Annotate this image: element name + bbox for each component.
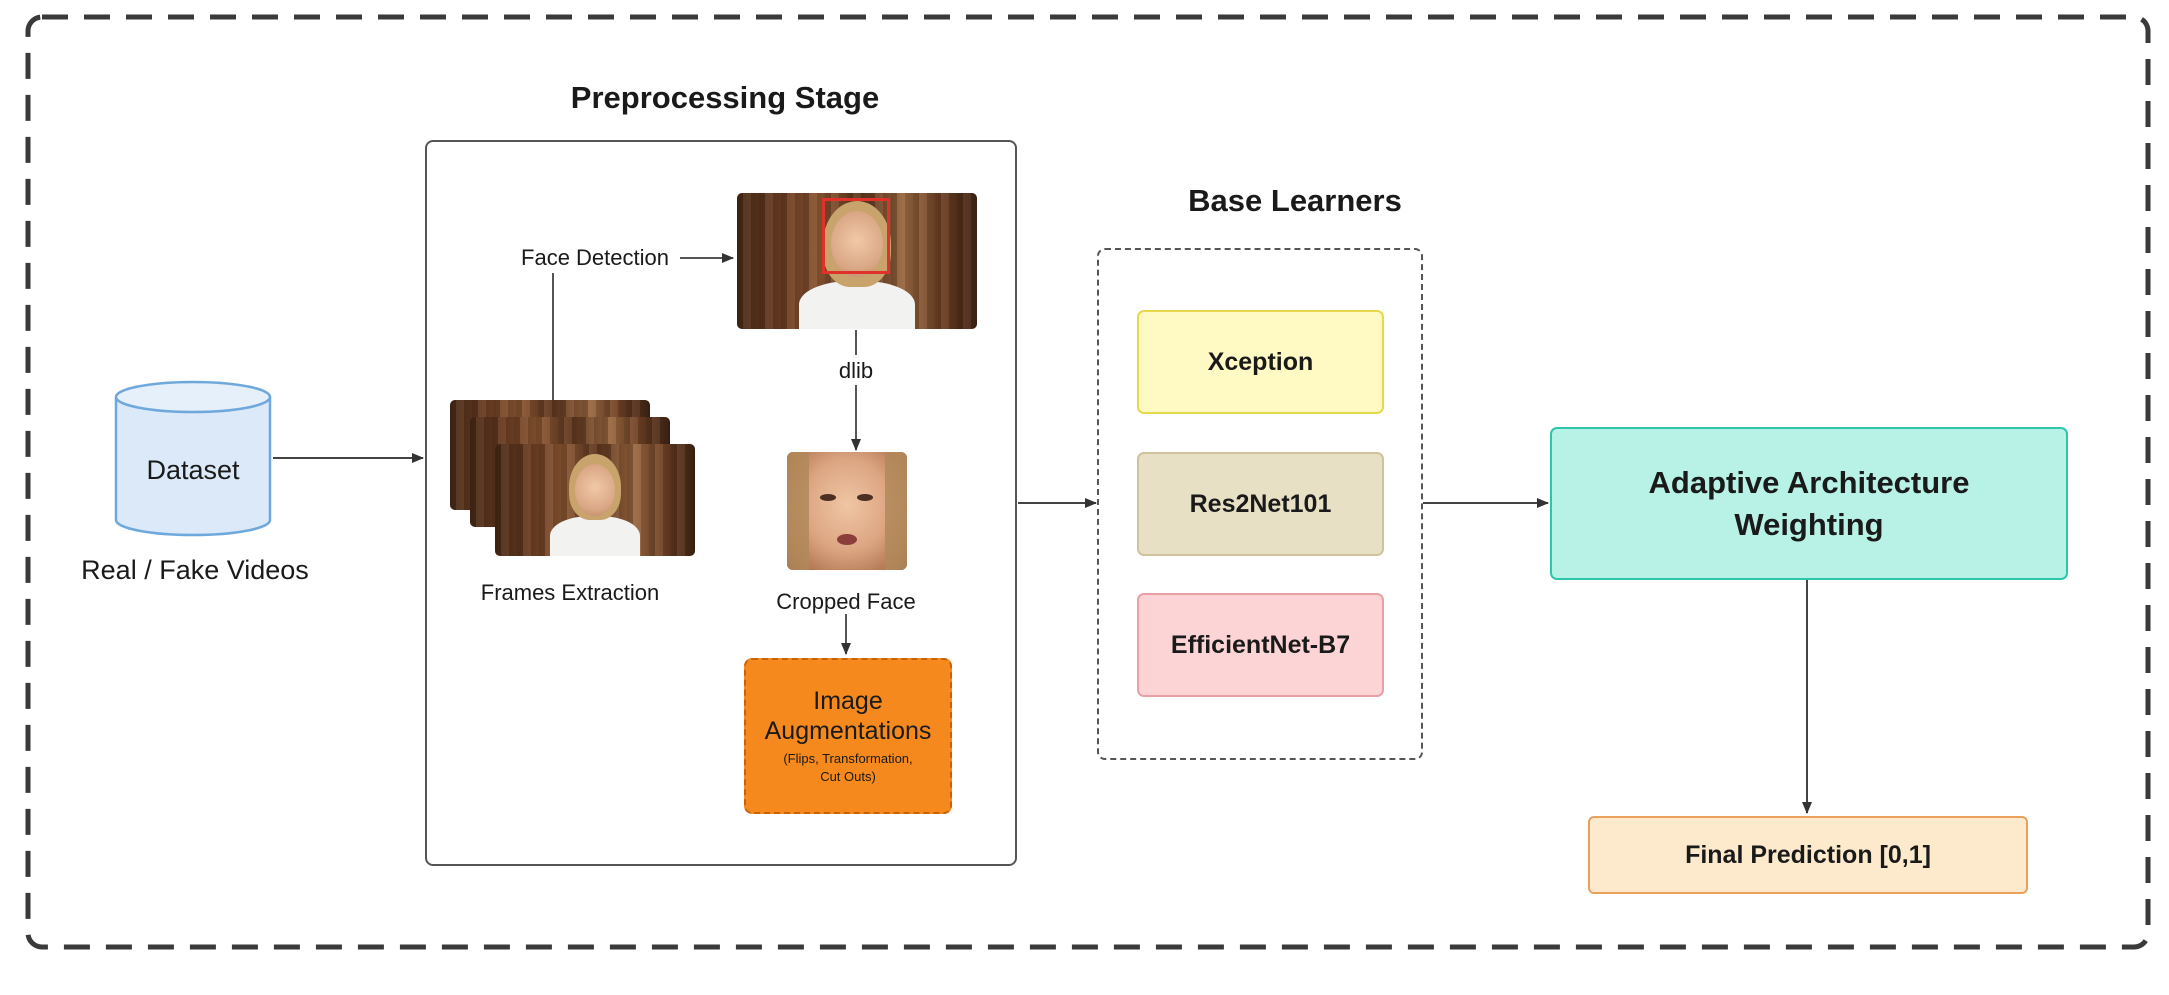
augmentation-title-line1: Image: [813, 687, 883, 715]
learner-res2net101: Res2Net101: [1137, 452, 1384, 556]
cropped-face-image: [787, 452, 907, 570]
dataset-label: Dataset: [146, 455, 240, 485]
frames-extraction-caption: Frames Extraction: [480, 580, 660, 605]
database-cylinder-icon: [114, 380, 272, 537]
face-detection-frame: [737, 193, 977, 329]
learner-efficientnet-b7: EfficientNet-B7: [1137, 593, 1384, 697]
base-learners-container: [1097, 248, 1423, 760]
preprocessing-container: [425, 140, 1017, 866]
preprocessing-title: Preprocessing Stage: [570, 80, 880, 115]
cropped-face-caption: Cropped Face: [776, 589, 916, 614]
image-augmentations-box: Image Augmentations (Flips, Transformati…: [744, 658, 952, 814]
adaptive-line1: Adaptive Architecture: [1648, 464, 1970, 500]
adaptive-weighting-box: Adaptive Architecture Weighting: [1550, 427, 2068, 580]
final-prediction-box: Final Prediction [0,1]: [1588, 816, 2028, 894]
adaptive-line2: Weighting: [1734, 506, 1884, 542]
augmentation-title-line2: Augmentations: [764, 717, 932, 745]
dataset-caption: Real / Fake Videos: [81, 555, 309, 585]
augmentation-details-line1: (Flips, Transformation,: [783, 751, 913, 766]
learner-xception: Xception: [1137, 310, 1384, 414]
face-bounding-box: [822, 198, 890, 274]
frame-front: [495, 444, 695, 556]
outer-dashed-frame: [25, 14, 2151, 950]
frames-stack: [450, 400, 700, 560]
face-detection-label: Face Detection: [521, 245, 669, 270]
augmentation-details-line2: Cut Outs): [820, 769, 876, 784]
base-learners-title: Base Learners: [1188, 183, 1402, 218]
dlib-label: dlib: [838, 358, 874, 383]
